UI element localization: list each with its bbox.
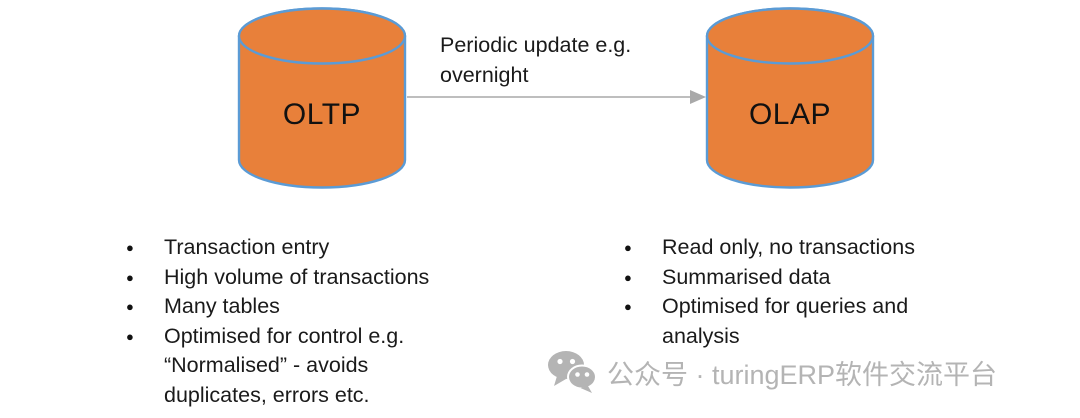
list-item: ● Read only, no transactions bbox=[622, 233, 1012, 263]
bullet-icon: ● bbox=[624, 240, 632, 255]
wechat-icon bbox=[548, 351, 597, 393]
database-cylinder-icon: OLAP bbox=[705, 7, 875, 189]
list-item: ● Transaction entry bbox=[124, 233, 494, 263]
list-item-text: Optimised for control e.g. “Normalised” … bbox=[164, 323, 405, 407]
list-item-text: Read only, no transactions bbox=[662, 235, 915, 259]
bullet-icon: ● bbox=[126, 299, 134, 314]
list-item-text: Many tables bbox=[164, 294, 280, 318]
arrow-label: Periodic update e.g. overnight bbox=[440, 33, 632, 87]
arrow-icon bbox=[407, 90, 706, 104]
list-item: ● Optimised for queries and analysis bbox=[622, 292, 1012, 351]
list-item: ● Many tables bbox=[124, 292, 494, 322]
list-item-text: High volume of transactions bbox=[164, 264, 430, 289]
bullet-icon: ● bbox=[126, 240, 134, 255]
list-item: ● Optimised for control e.g. “Normalised… bbox=[124, 322, 494, 411]
list-item: ● High volume of transactions bbox=[124, 263, 494, 293]
bullet-icon: ● bbox=[624, 299, 632, 314]
olap-cylinder: OLAP bbox=[705, 6, 875, 195]
arrow-head bbox=[690, 90, 706, 104]
olap-bullet-list: ● Read only, no transactions ● Summarise… bbox=[622, 233, 1012, 351]
watermark-text: 公众号 · turingERP软件交流平台 bbox=[607, 359, 998, 390]
database-cylinder-icon: OLTP bbox=[237, 7, 407, 189]
list-item-text: Optimised for queries and analysis bbox=[662, 294, 909, 348]
list-item: ● Summarised data bbox=[622, 263, 1012, 293]
oltp-bullet-list: ● Transaction entry ● High volume of tra… bbox=[124, 233, 494, 410]
list-item-text: Summarised data bbox=[662, 264, 831, 289]
bullet-icon: ● bbox=[126, 328, 134, 344]
oltp-label: OLTP bbox=[283, 98, 361, 131]
watermark: 公众号 · turingERP软件交流平台 bbox=[547, 350, 997, 394]
olap-label: OLAP bbox=[749, 98, 831, 131]
list-item-text: Transaction entry bbox=[164, 235, 330, 259]
bullet-icon: ● bbox=[126, 269, 134, 285]
bullet-icon: ● bbox=[624, 269, 632, 285]
oltp-cylinder: OLTP bbox=[237, 6, 407, 195]
